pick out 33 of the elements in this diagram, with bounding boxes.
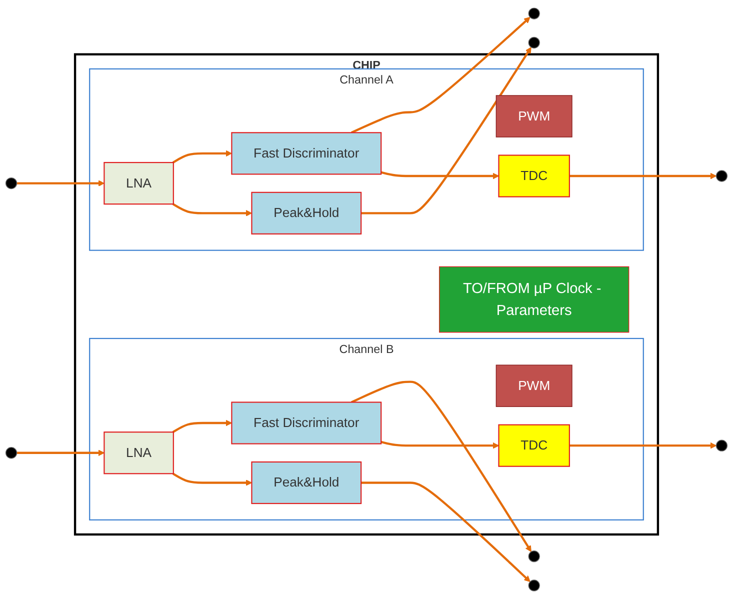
node-box: Peak&Hold	[251, 192, 362, 234]
node-box: LNA	[104, 432, 174, 474]
arrow	[172, 203, 252, 216]
arrow	[16, 450, 104, 456]
node-circle	[528, 36, 540, 48]
node-box: PWM	[496, 364, 572, 407]
node-box: TO/FROM µP Clock - Parameters	[439, 266, 630, 333]
node-circle	[528, 8, 540, 20]
node-box: Peak&Hold	[251, 461, 362, 504]
node-box: Fast Discriminator	[231, 402, 382, 444]
arrow	[172, 420, 232, 434]
node-circle	[528, 550, 540, 562]
node-circle	[5, 447, 18, 459]
node-circle	[716, 440, 728, 452]
node-circle	[528, 580, 540, 592]
arrow	[361, 482, 530, 582]
arrow	[350, 380, 532, 552]
node-box: TDC	[498, 424, 570, 467]
node-box: Fast Discriminator	[231, 132, 382, 175]
arrow	[569, 172, 717, 180]
arrow	[361, 46, 532, 214]
arrow	[172, 472, 252, 486]
node-box: PWM	[496, 95, 572, 138]
arrow	[569, 442, 717, 449]
arrow	[380, 171, 500, 180]
node-box: LNA	[104, 162, 174, 205]
node-box: TDC	[498, 154, 570, 198]
node-circle	[716, 170, 728, 182]
node-circle	[5, 177, 18, 190]
arrow	[16, 180, 104, 186]
arrow	[172, 150, 232, 164]
arrow	[380, 440, 500, 449]
arrow	[350, 16, 530, 134]
